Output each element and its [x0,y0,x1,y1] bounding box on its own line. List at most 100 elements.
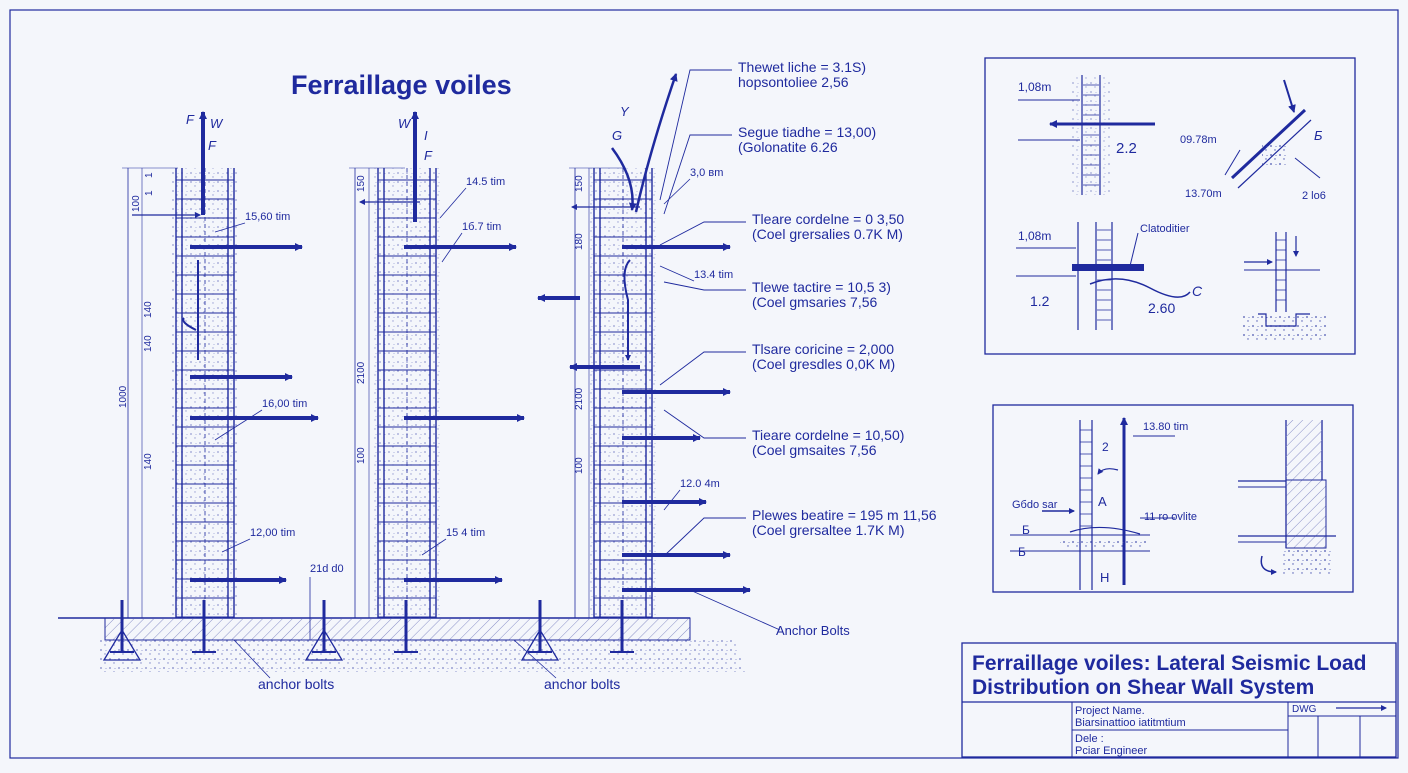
callout-1: Thewet liche = 3.1S)hopsontoliee 2,56 [659,59,866,201]
inclined-load-arrow [634,73,678,213]
ground-label-2: anchor bolts [544,676,620,692]
force-letter: F [424,148,433,163]
callout-line-2: hopsontoliee 2,56 [738,74,849,90]
bent-rebar [182,260,199,360]
detail-rebar-top-right [1224,79,1321,189]
detail-bl-right: 2.60 [1148,300,1175,316]
detail-tr-dim2: 13.70m [1185,188,1222,200]
force-letter: W [398,116,412,131]
detail2-footing-section [1238,420,1336,575]
title-block-engineer: Pciar Engineer [1075,745,1147,757]
label-leader [439,187,467,219]
force-letter: W [210,116,224,131]
dimension-label: 150 [356,175,367,192]
dimension-label: 2100 [574,387,585,410]
dimension-label: 140 [143,301,154,318]
detail-bl-dim: 1,08m [1018,229,1051,243]
dimension-label: 1000 [118,385,129,408]
callout-line-2: (Coel gresdles 0,0K M) [752,356,895,372]
detail-rebar-top-left [1018,75,1155,195]
callout-line-1: Tieare cordelne = 10,50) [752,427,904,443]
ground-label-1: anchor bolts [258,676,334,692]
support-symbol [102,628,142,661]
detail-bl-left: 1.2 [1030,293,1050,309]
detail2-num: 2 [1102,440,1109,454]
force-letter: F [208,138,217,153]
label-leader [659,265,695,282]
label-leader [421,538,447,556]
detail2-base-connection [1010,417,1175,590]
detail-bl-letter: C [1192,283,1203,299]
callout-line-2: (Coel grersalies 0.7K M) [752,226,903,242]
detail-panel-1: 1,08m 2.2 09.78m 13.70m 2 lо6 Б 1,08m [984,57,1356,355]
callout-leader [659,221,746,246]
detail-tr-letter: Б [1314,128,1323,143]
label-leader [663,178,691,205]
callout-leader [663,517,746,557]
sheet-border [9,9,1399,759]
curved-load-arrow [610,147,637,211]
bent-rebar [623,259,631,361]
label-leader [214,409,263,441]
title-block-project-label: Project Name. [1075,705,1145,717]
callout-line-2: (Coel gmsaries 7,56 [752,294,877,310]
callout-leader [663,409,746,439]
callout-line-2: (Coel gmsaites 7,56 [752,442,877,458]
wall-load-label: 3,0 вm [690,167,723,179]
label-leader [513,639,557,679]
detail-panel-2: 13.80 tim 2 Gбdo sar 11 ro ovlite A Б Б … [992,404,1354,593]
wall-load-label: 1б.7 tim [462,221,501,233]
dimension-label: 100 [574,457,585,474]
detail-tl-dim: 1,08m [1018,80,1051,94]
dimension-label: 150 [574,175,585,192]
dimension-label: 180 [574,233,585,250]
wall-load-label: 16,00 tim [262,398,307,410]
detail2-right-label: 11 ro ovlite [1144,511,1197,523]
label-leader [221,538,251,553]
detail-anchor-bottom-right [1242,232,1326,342]
callout-leader [663,281,746,291]
force-letter: Y [620,104,630,119]
shear-wall-1 [102,168,238,661]
callout-line-1: Tlsare coricine = 2,000 [752,341,894,357]
label-leader [663,489,681,511]
dimension-label: 1 [144,172,155,178]
title-block-dwg: DWG [1292,704,1317,715]
force-letter: I [424,128,428,143]
title-block-line2: Distribution on Shear Wall System [972,676,1314,699]
callout-line-2: (Golonatite 6.26 [738,139,838,155]
title-block-line1: Ferraillage voiles: Lateral Seismic Load [972,652,1367,675]
detail-tr-dim3: 2 lо6 [1302,190,1326,202]
dimension-label: 100 [131,195,142,212]
detail-tr-dim1: 09.78m [1180,134,1217,146]
dimension-label: 140 [143,453,154,470]
title-block [961,642,1397,758]
dimension-label: 140 [143,335,154,352]
wall-load-label: 12.0 4m [680,478,720,490]
detail2-letter-a: A [1098,494,1107,509]
callout-5: Tlsare coricine = 2,000(Coel gresdles 0,… [659,341,895,386]
callout-leader [663,134,732,215]
wall-load-label: 12,00 tim [250,527,295,539]
ground-label-3: Anchor Bolts [776,623,850,638]
callout-line-1: Tleare cordelne = 0 3,50 [752,211,904,227]
callout-line-2: (Coel grersaltee 1.7K M) [752,522,905,538]
label-leader [233,639,271,679]
detail2-letter-b2: Б [1018,545,1026,559]
label-leader [441,232,463,263]
label-leader [689,589,781,631]
title-block-date-label: Dele : [1075,733,1104,745]
force-letter: G [612,128,622,143]
force-letter: F [186,112,195,127]
ground-slab [58,617,745,672]
title-block-project-value: Biarsinattioo iatitmtium [1075,717,1186,729]
dimension-label: 1 [144,190,155,196]
label-leader [214,222,246,233]
detail-rebar-bottom-left [1016,222,1191,330]
detail2-letter-b1: Б [1022,523,1030,537]
callout-line-1: Plewes beatire = 195 m 11,56 [752,507,937,523]
detail2-left-label: Gбdo sar [1012,499,1058,511]
detail-tl-label: 2.2 [1116,140,1137,157]
wall-load-label: 15,60 tim [245,211,290,223]
